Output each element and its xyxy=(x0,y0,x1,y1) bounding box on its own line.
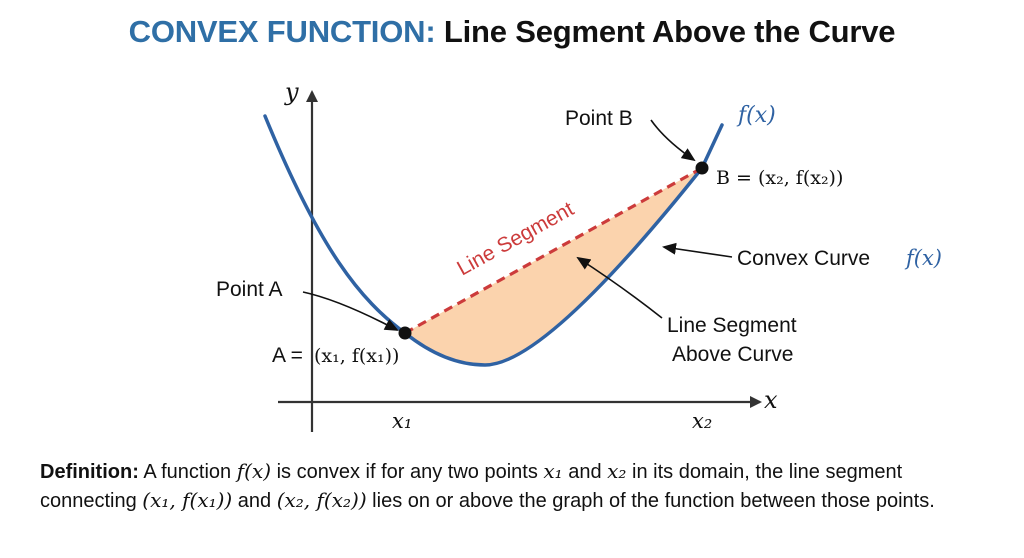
definition-m3: x₂ xyxy=(607,459,627,483)
title-rest: Line Segment Above the Curve xyxy=(443,14,896,49)
convex-curve xyxy=(263,114,724,367)
point-b-title: Point B xyxy=(565,107,633,130)
point-a-arrow xyxy=(302,291,399,331)
title-accent: CONVEX FUNCTION: xyxy=(128,14,436,49)
definition-p4: in its domain, the line segment connecti… xyxy=(40,461,903,512)
segment-above-arrow xyxy=(576,256,663,319)
definition-p3: and xyxy=(562,461,608,483)
convex-curve-label: Convex Curve xyxy=(737,247,870,270)
line-segment xyxy=(404,166,703,335)
y-axis-label: y xyxy=(284,78,299,106)
definition-m1: f(x) xyxy=(236,459,272,483)
page-title: CONVEX FUNCTION: Line Segment Above the … xyxy=(0,14,1024,50)
definition-bold: Definition: xyxy=(40,461,139,483)
segment-above-line2: Above Curve xyxy=(672,343,793,366)
point-a-coord: (x₁, f(x₁)) xyxy=(314,345,399,367)
x2-tick-label: x₂ xyxy=(692,409,712,433)
definition-text: Definition: A function f(x) is convex if… xyxy=(40,457,1000,515)
x-axis-label: x xyxy=(764,386,778,414)
definition-p2: is convex if for any two points xyxy=(271,461,544,483)
convex-curve-fn: f(x) xyxy=(904,246,942,270)
definition-m2: x₁ xyxy=(543,459,563,483)
definition-p6: lies on or above the graph of the functi… xyxy=(366,490,935,512)
segment-above-line1: Line Segment xyxy=(667,314,797,337)
point-b-dot xyxy=(695,161,709,175)
point-a-dot xyxy=(398,326,412,340)
definition-p5: and xyxy=(232,490,277,512)
shaded-region xyxy=(405,168,702,365)
point-b-coord: B = (x₂, f(x₂)) xyxy=(716,167,843,189)
convex-curve-arrow xyxy=(662,242,733,258)
point-a-coord-prefix: A = xyxy=(272,344,303,367)
point-b-arrow xyxy=(650,119,696,162)
definition-m4: (x₁, f(x₁)) xyxy=(142,488,233,512)
x1-tick-label: x₁ xyxy=(392,409,412,433)
curve-name-label: f(x) xyxy=(736,103,776,128)
point-a-title: Point A xyxy=(216,278,283,301)
definition-p1: A function xyxy=(138,461,237,483)
definition-m5: (x₂, f(x₂)) xyxy=(276,488,367,512)
